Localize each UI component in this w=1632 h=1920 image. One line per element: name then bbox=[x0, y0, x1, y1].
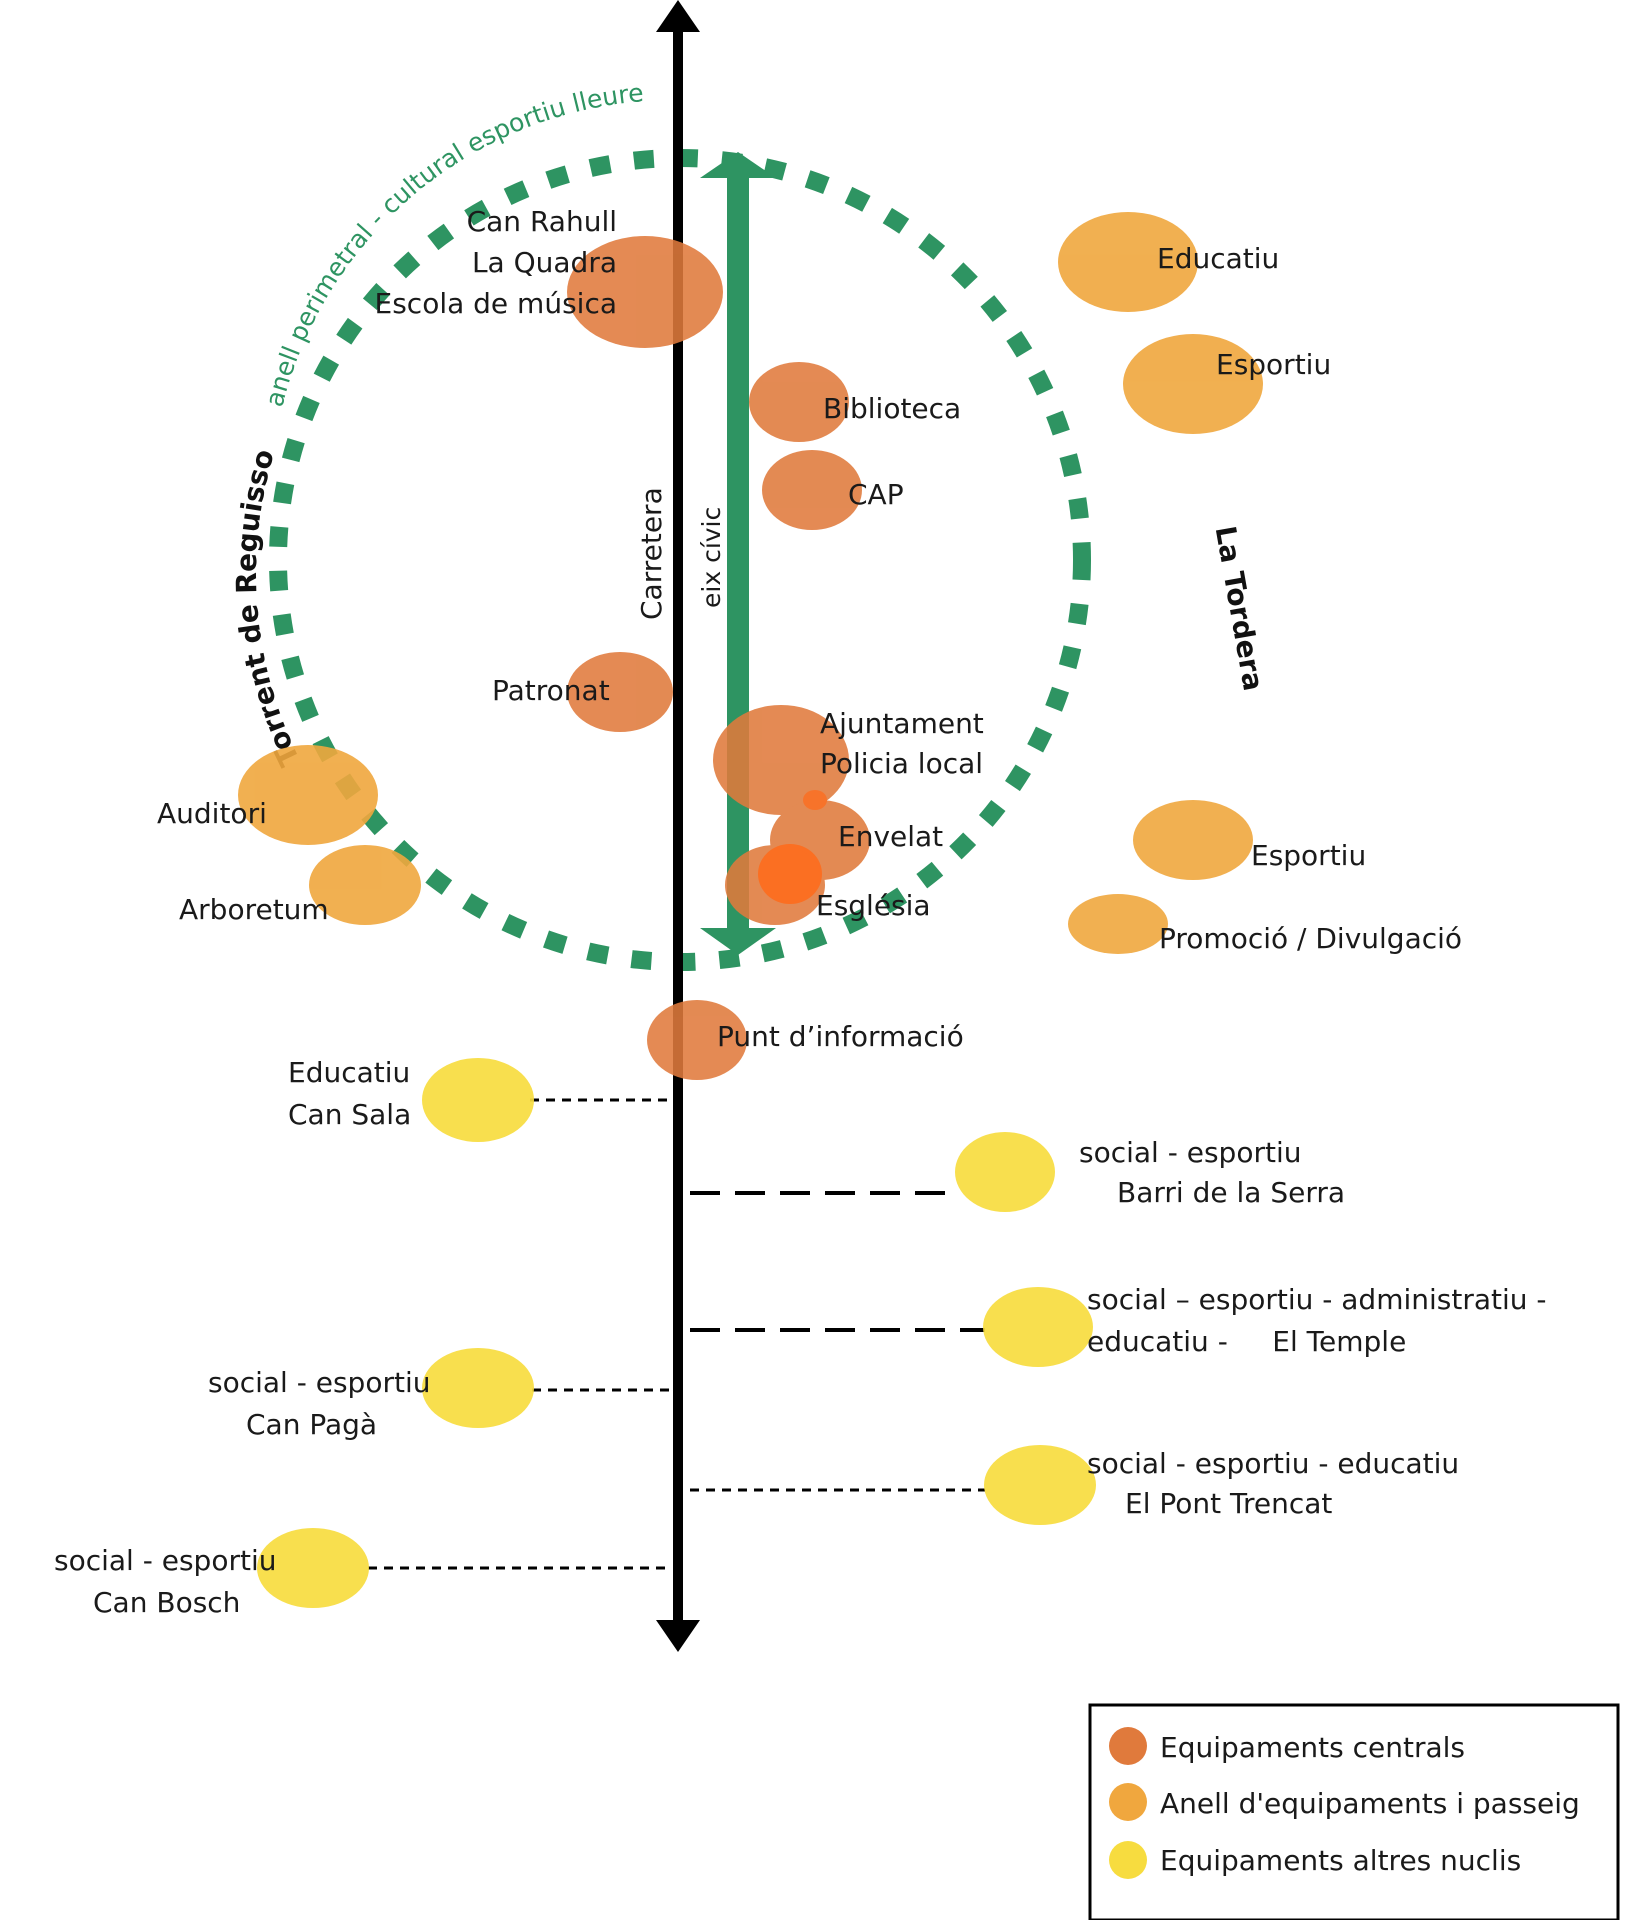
label-pont-trencat-1: social - esportiu - educatiu bbox=[1087, 1447, 1459, 1480]
river-left-label: Torrent de Reguissol bbox=[0, 0, 306, 771]
overlap-highlight bbox=[758, 844, 822, 904]
label-can-sala-1: Educatiu bbox=[288, 1056, 410, 1089]
node-arboretum bbox=[309, 845, 421, 925]
label-el-temple-1: social – esportiu - administratiu - bbox=[1087, 1283, 1547, 1316]
label-can-paga-1: social - esportiu bbox=[208, 1366, 430, 1399]
node-can-rahull bbox=[567, 236, 723, 348]
legend-label-other: Equipaments altres nuclis bbox=[1160, 1844, 1521, 1877]
label-can-bosch-2: Can Bosch bbox=[93, 1586, 240, 1619]
node-can-paga bbox=[422, 1348, 534, 1428]
node-punt-info bbox=[647, 1000, 747, 1080]
legend-frame bbox=[1088, 1703, 1620, 1920]
label-barri-serra-1: social - esportiu bbox=[1079, 1136, 1301, 1169]
node-el-temple bbox=[983, 1287, 1093, 1367]
node-can-bosch bbox=[257, 1528, 369, 1608]
legend-label-central: Equipaments centrals bbox=[1160, 1731, 1465, 1764]
node-pont-trencat bbox=[984, 1445, 1096, 1525]
label-esglesia: Església bbox=[816, 889, 931, 922]
node-cap bbox=[762, 450, 862, 530]
label-punt-info: Punt d’informació bbox=[717, 1020, 964, 1053]
label-can-bosch-1: social - esportiu bbox=[54, 1544, 276, 1577]
label-envelat: Envelat bbox=[838, 820, 943, 853]
label-can-sala-2: Can Sala bbox=[288, 1098, 411, 1131]
node-esportiu-ring-bottom bbox=[1133, 800, 1253, 880]
label-pont-trencat-2: El Pont Trencat bbox=[1125, 1487, 1332, 1520]
label-barri-serra-2: Barri de la Serra bbox=[1117, 1176, 1345, 1209]
node-educatiu-ring bbox=[1058, 212, 1198, 312]
node-barri-serra bbox=[955, 1132, 1055, 1212]
label-ajuntament: Ajuntament bbox=[820, 707, 984, 740]
label-esportiu-ring-bottom: Esportiu bbox=[1251, 839, 1366, 872]
label-esportiu-ring-top: Esportiu bbox=[1216, 348, 1331, 381]
label-auditori: Auditori bbox=[157, 797, 267, 830]
legend-label-ring: Anell d'equipaments i passeig bbox=[1160, 1787, 1580, 1820]
road-label: Carretera bbox=[635, 487, 668, 620]
legend-swatch-central bbox=[1109, 1727, 1147, 1765]
label-el-temple-2: educatiu - El Temple bbox=[1087, 1325, 1406, 1358]
label-can-paga-2: Can Pagà bbox=[246, 1408, 377, 1441]
label-biblioteca: Biblioteca bbox=[823, 392, 961, 425]
node-promocio bbox=[1068, 894, 1168, 954]
legend: Equipaments centrals Anell d'equipaments… bbox=[1088, 1703, 1620, 1920]
label-escola-musica: Escola de música bbox=[375, 287, 617, 320]
node-can-sala bbox=[422, 1058, 534, 1142]
label-cap: CAP bbox=[848, 478, 904, 511]
ring-path-label: anell perimetral - cultural esportiu lle… bbox=[260, 78, 645, 409]
node-esportiu-ring-top bbox=[1123, 334, 1263, 434]
road-arrow bbox=[656, 0, 700, 1652]
river-right-label: La Tordera bbox=[1209, 523, 1270, 693]
legend-swatch-other bbox=[1109, 1841, 1147, 1879]
label-educatiu-ring: Educatiu bbox=[1157, 242, 1279, 275]
legend-swatch-ring bbox=[1109, 1783, 1147, 1821]
label-can-rahull: Can Rahull bbox=[467, 205, 617, 238]
node-auditori bbox=[238, 745, 378, 845]
node-ajuntament bbox=[713, 705, 849, 815]
label-patronat: Patronat bbox=[492, 674, 610, 707]
label-policia: Policia local bbox=[820, 747, 983, 780]
label-promocio: Promoció / Divulgació bbox=[1159, 922, 1462, 955]
label-la-quadra: La Quadra bbox=[472, 246, 617, 279]
label-arboretum: Arboretum bbox=[179, 893, 329, 926]
node-patronat bbox=[567, 652, 673, 732]
overlap-highlight-small bbox=[803, 790, 827, 810]
civic-axis-label: eix cívic bbox=[697, 507, 726, 608]
node-biblioteca bbox=[749, 362, 849, 442]
